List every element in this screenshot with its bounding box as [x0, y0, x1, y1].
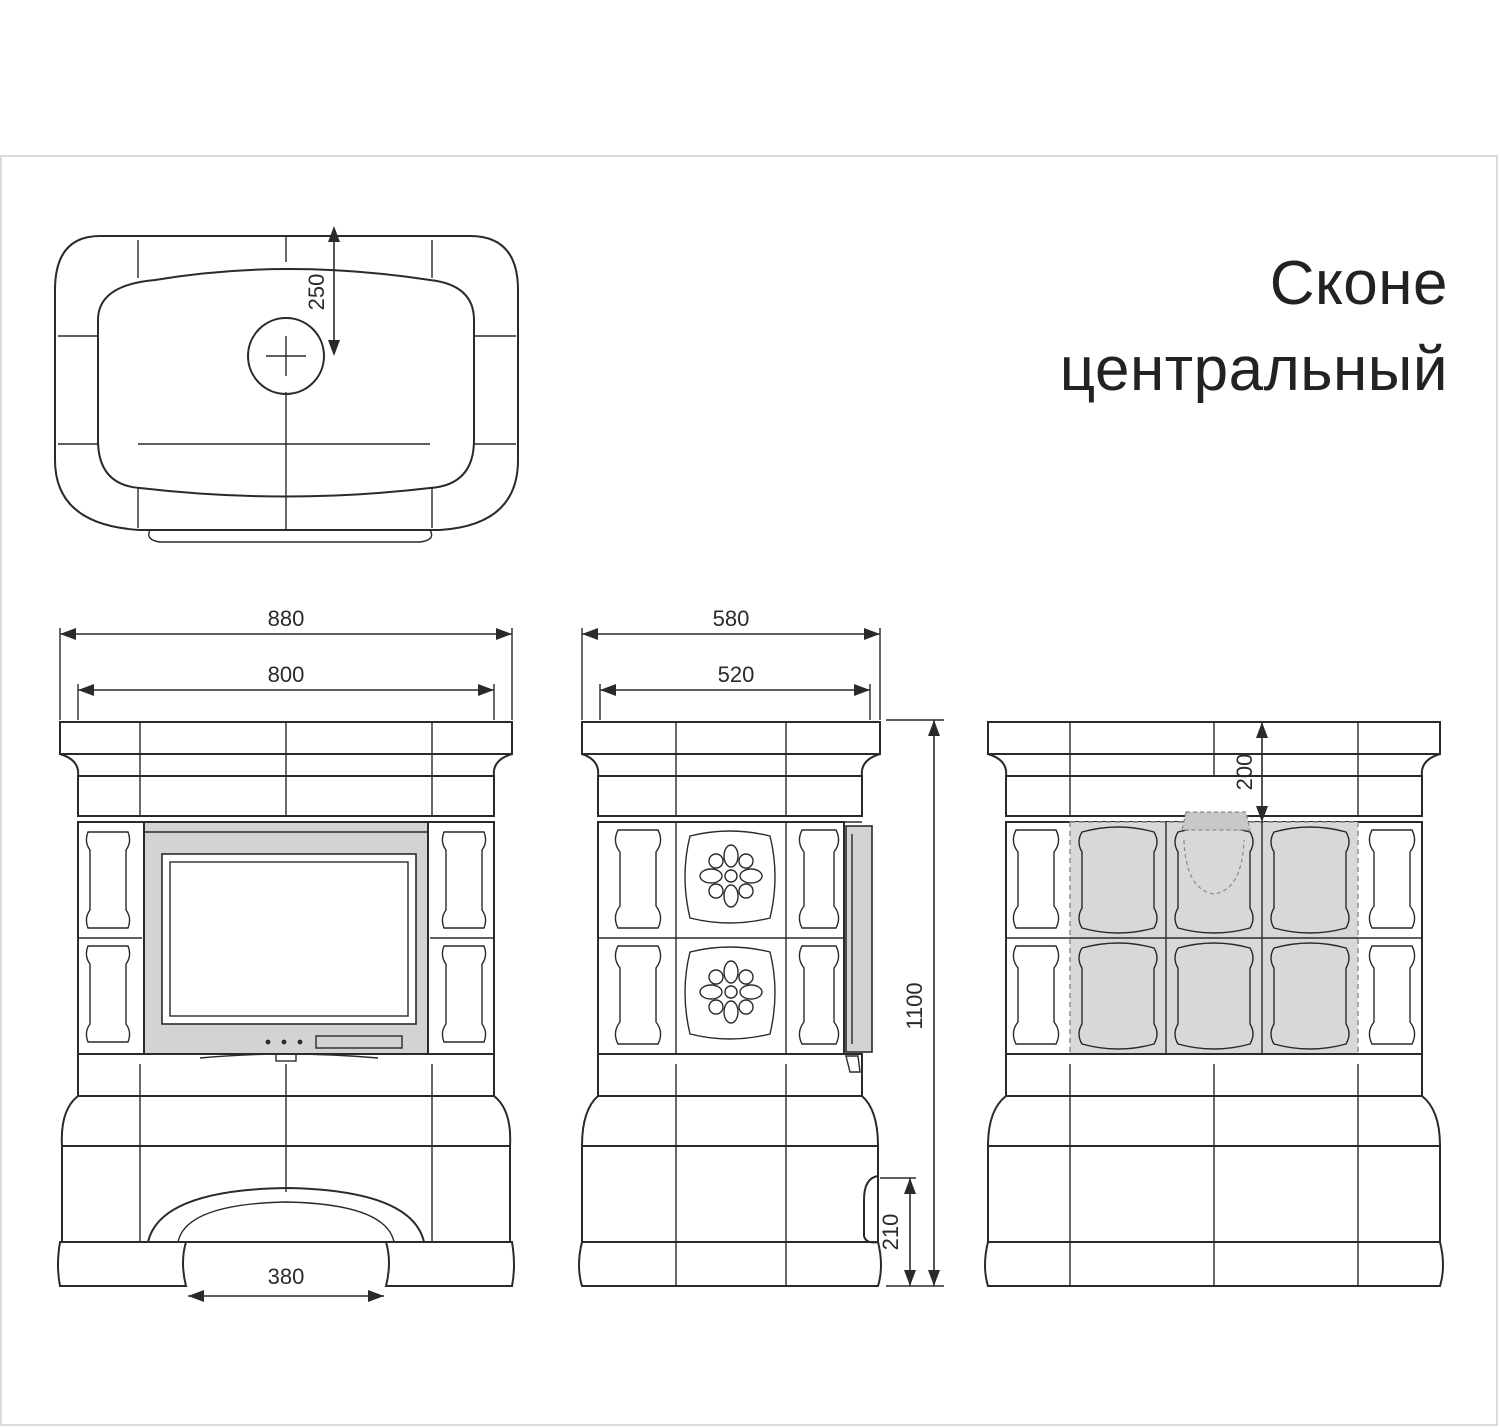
- dim-flue-offset-label: 250: [304, 274, 329, 311]
- front-view: [57, 721, 515, 1287]
- product-title-line2: центральный: [1059, 335, 1448, 404]
- dim-side-total-depth-label: 580: [713, 606, 750, 631]
- dim-front-total-width-label: 880: [268, 606, 305, 631]
- dim-front-total-width: 880: [59, 606, 513, 720]
- dim-front-body-width-label: 800: [268, 662, 305, 687]
- side-view: [578, 721, 882, 1287]
- dim-side-body-depth: 520: [599, 662, 871, 720]
- back-view: [984, 721, 1444, 1287]
- ash-opening-arch: [147, 1186, 425, 1243]
- flower-tile-upper: [684, 830, 776, 924]
- dim-back-flue-offset: 200: [1232, 722, 1268, 822]
- dim-side-total-depth: 580: [581, 606, 881, 720]
- air-inlet: [863, 1175, 879, 1244]
- dim-flue-offset: 250: [304, 226, 340, 356]
- product-title-line1: Сконе: [1269, 249, 1448, 318]
- dim-front-opening-width: 380: [188, 1264, 384, 1302]
- flower-tile-lower: [684, 946, 776, 1040]
- drawing-border: [0, 155, 1498, 1426]
- dim-back-flue-offset-label: 200: [1232, 754, 1257, 791]
- dim-total-height-label: 1100: [902, 982, 927, 1029]
- side-door-profile: [845, 825, 873, 1053]
- door-glass: [161, 853, 417, 1025]
- dim-front-body-width: 800: [77, 662, 495, 720]
- dim-total-height: 1100: [886, 719, 944, 1287]
- top-view: [54, 235, 519, 543]
- flue-outlet-hidden: [1181, 811, 1251, 831]
- dim-air-inlet-height-label: 210: [878, 1214, 903, 1251]
- dim-side-body-depth-label: 520: [718, 662, 755, 687]
- dim-air-inlet-height: 210: [878, 1177, 916, 1286]
- flue-circle: [247, 317, 325, 395]
- dim-front-opening-width-label: 380: [268, 1264, 305, 1289]
